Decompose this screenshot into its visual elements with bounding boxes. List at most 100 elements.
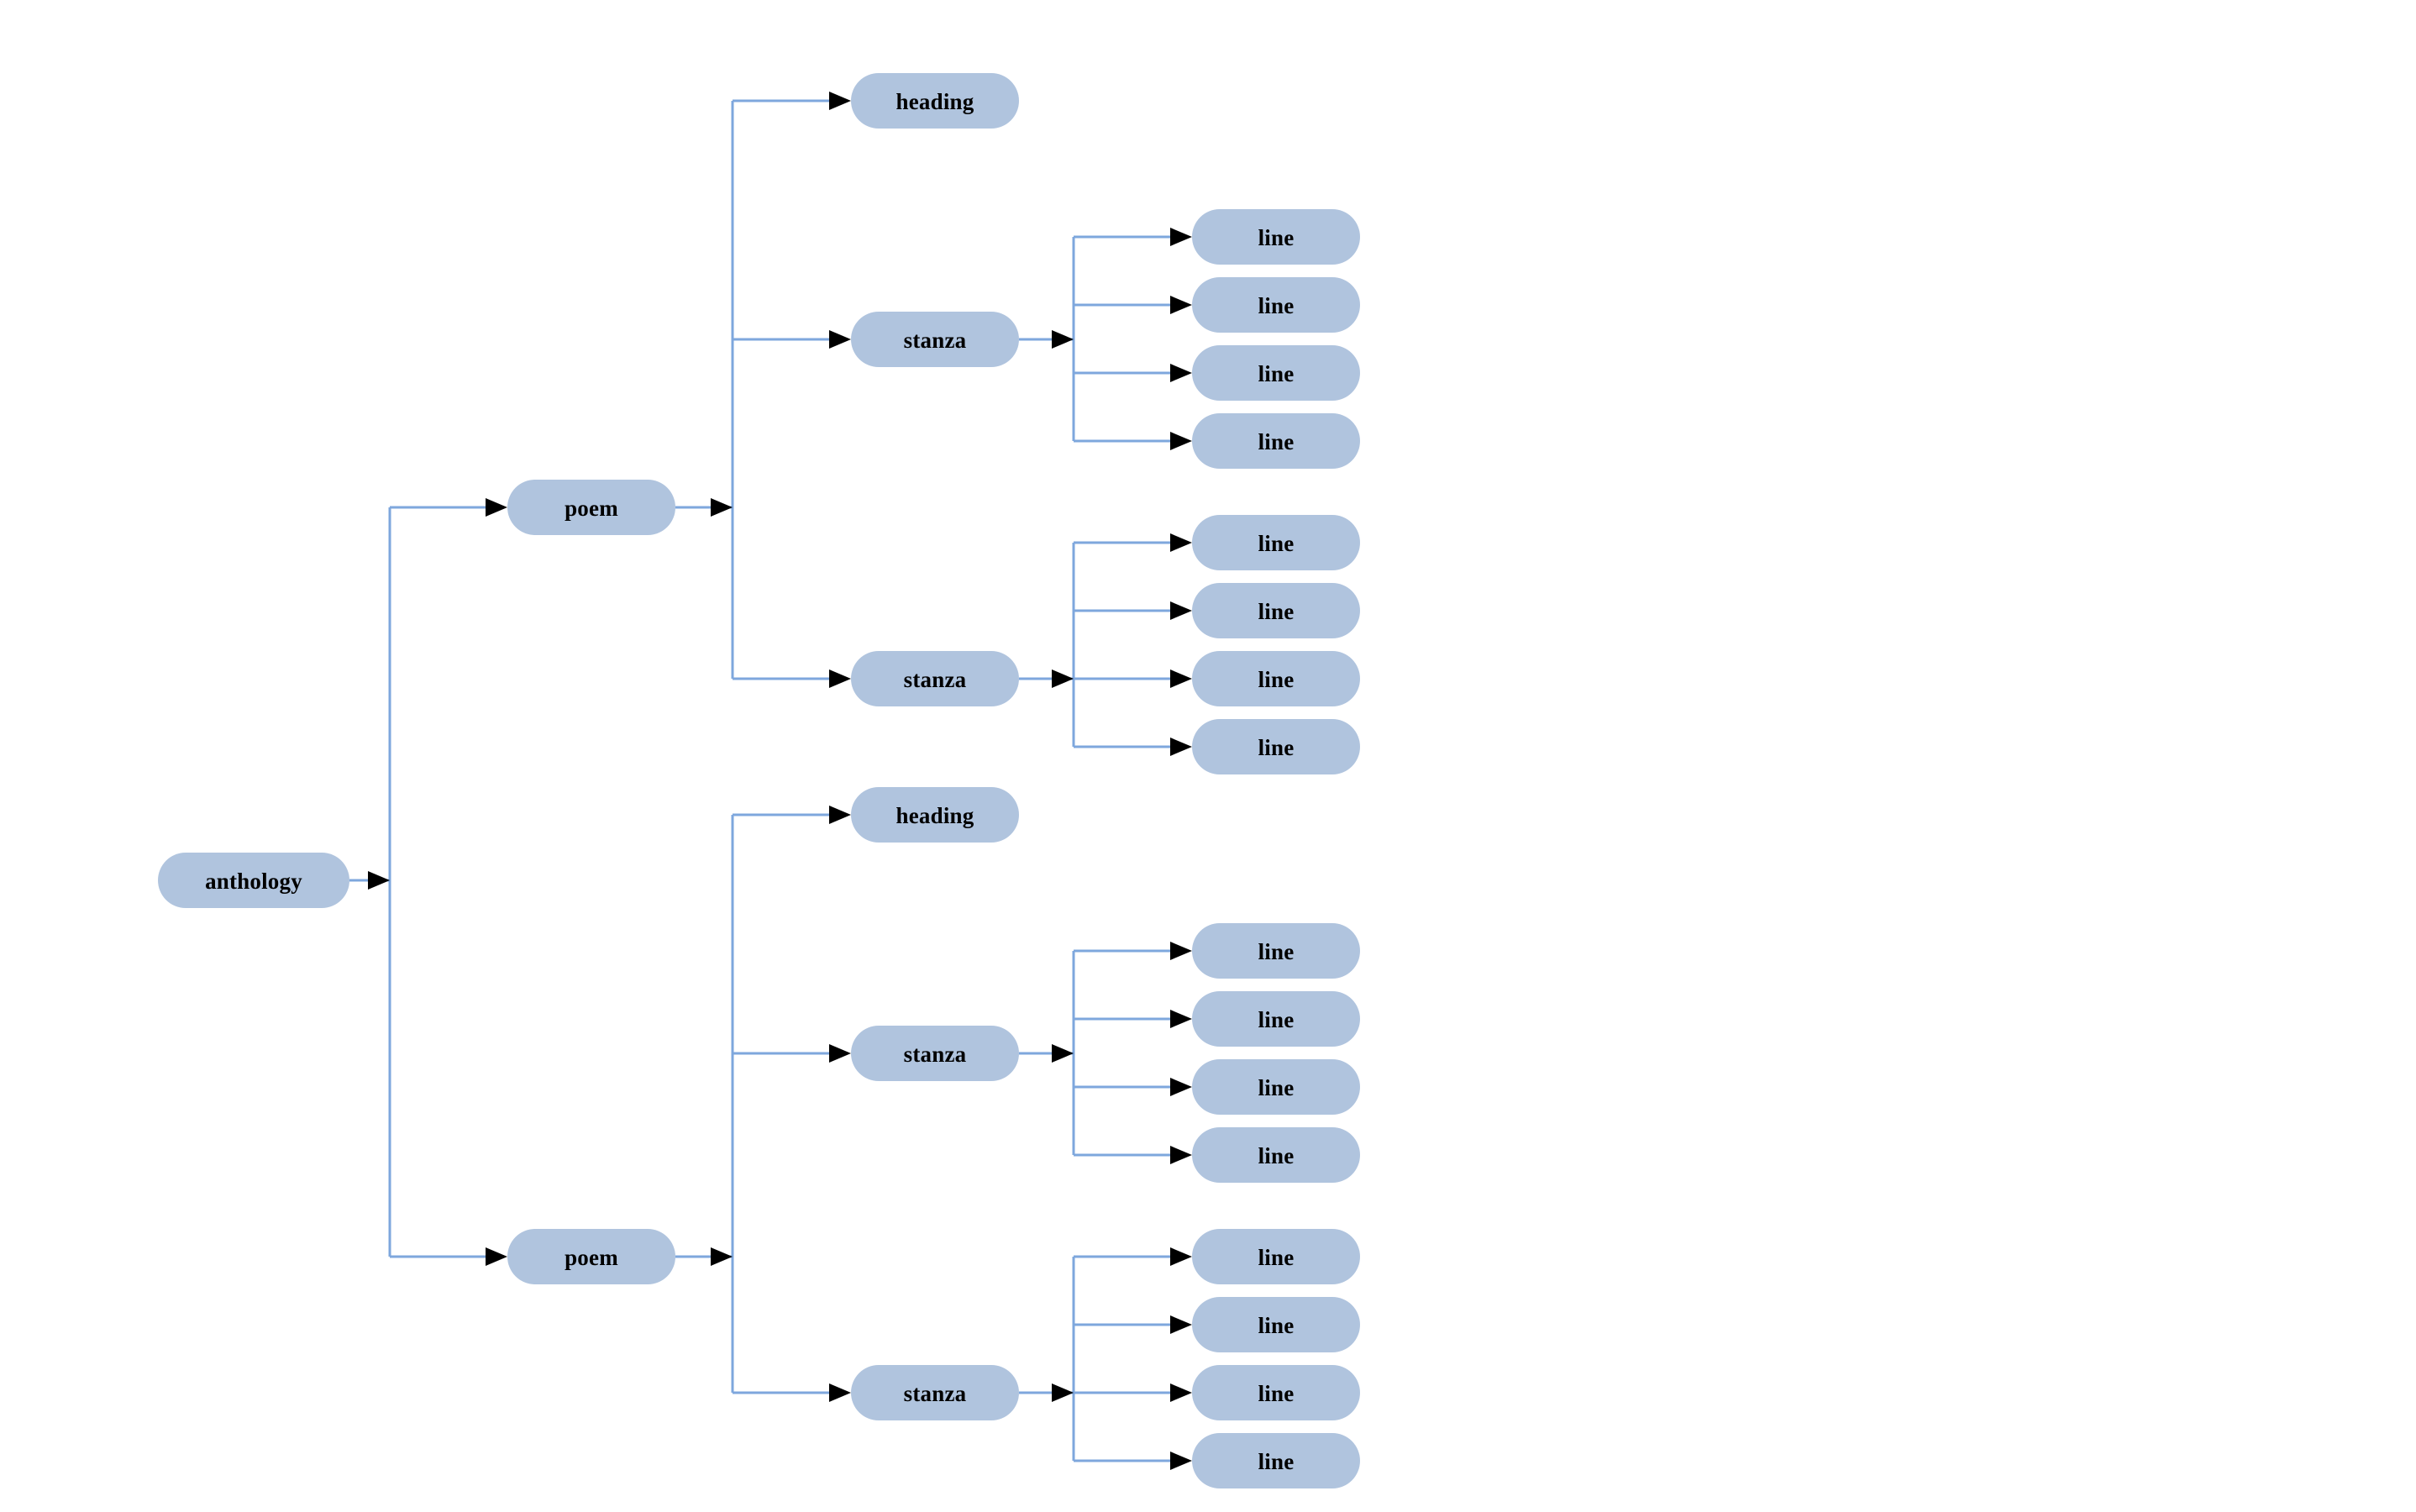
- node-p1-stanza1[interactable]: stanza: [851, 312, 1019, 367]
- node-p2-heading[interactable]: heading: [851, 787, 1019, 843]
- arrowhead-p1-stanza2-out: [1052, 669, 1074, 688]
- node-label-p1-heading: heading: [896, 89, 974, 114]
- node-p1-s2-l4[interactable]: line: [1192, 719, 1360, 774]
- node-p1-s2-l1[interactable]: line: [1192, 515, 1360, 570]
- node-p1-s1-l1[interactable]: line: [1192, 209, 1360, 265]
- node-shape-p1-s1-l4: [1192, 413, 1360, 469]
- node-label-p2-s2-l1: line: [1258, 1245, 1295, 1270]
- node-label-p1-s2-l4: line: [1258, 735, 1295, 760]
- node-label-anthology: anthology: [205, 869, 302, 894]
- arrowhead-p2-s1-l2-in: [1170, 1010, 1192, 1028]
- node-label-p2-s2-l3: line: [1258, 1381, 1295, 1406]
- node-shape-p2-heading: [851, 787, 1019, 843]
- node-shape-poem1: [507, 480, 675, 535]
- arrowhead-p2-s2-l2-in: [1170, 1315, 1192, 1334]
- node-p2-s2-l1[interactable]: line: [1192, 1229, 1360, 1284]
- arrowhead-p2-s2-l1-in: [1170, 1247, 1192, 1266]
- node-p1-s1-l3[interactable]: line: [1192, 345, 1360, 401]
- arrowhead-p2-s2-l3-in: [1170, 1383, 1192, 1402]
- arrowhead-p1-s2-l3-in: [1170, 669, 1192, 688]
- node-poem1[interactable]: poem: [507, 480, 675, 535]
- node-shape-p2-s1-l1: [1192, 923, 1360, 979]
- arrowhead-p1-s2-l4-in: [1170, 738, 1192, 756]
- arrowhead-poem1-out: [711, 498, 733, 517]
- node-label-p1-stanza1: stanza: [904, 328, 967, 353]
- arrowhead-p1-s2-l2-in: [1170, 601, 1192, 620]
- node-label-p2-s1-l3: line: [1258, 1075, 1295, 1100]
- arrowhead-p2-s2-l4-in: [1170, 1452, 1192, 1470]
- arrowhead-p2-stanza1-in: [829, 1044, 851, 1063]
- arrowhead-p2-s1-l4-in: [1170, 1146, 1192, 1164]
- node-shape-p1-s2-l3: [1192, 651, 1360, 706]
- node-shape-p1-stanza2: [851, 651, 1019, 706]
- node-p1-s1-l2[interactable]: line: [1192, 277, 1360, 333]
- node-label-p1-s2-l3: line: [1258, 667, 1295, 692]
- node-label-p2-heading: heading: [896, 803, 974, 828]
- arrowhead-p2-stanza2-in: [829, 1383, 851, 1402]
- nodes-layer: anthology poem poem heading stanza stanza head…: [158, 73, 1360, 1488]
- node-p2-stanza1[interactable]: stanza: [851, 1026, 1019, 1081]
- node-shape-p1-s2-l2: [1192, 583, 1360, 638]
- arrowhead-p1-s1-l1-in: [1170, 228, 1192, 246]
- node-p1-stanza2[interactable]: stanza: [851, 651, 1019, 706]
- node-label-p1-stanza2: stanza: [904, 667, 967, 692]
- arrowhead-p1-s2-l1-in: [1170, 533, 1192, 552]
- node-p2-s1-l3[interactable]: line: [1192, 1059, 1360, 1115]
- node-label-p1-s1-l3: line: [1258, 361, 1295, 386]
- node-shape-p2-s2-l3: [1192, 1365, 1360, 1420]
- arrowhead-p2-stanza1-out: [1052, 1044, 1074, 1063]
- node-shape-p1-s2-l4: [1192, 719, 1360, 774]
- node-shape-p2-s1-l4: [1192, 1127, 1360, 1183]
- node-shape-anthology: [158, 853, 349, 908]
- arrowhead-p1-stanza1-in: [829, 330, 851, 349]
- node-anthology[interactable]: anthology: [158, 853, 349, 908]
- node-poem2[interactable]: poem: [507, 1229, 675, 1284]
- node-label-p2-stanza2: stanza: [904, 1381, 967, 1406]
- arrowhead-p1-heading-in: [829, 92, 851, 110]
- node-p2-s2-l3[interactable]: line: [1192, 1365, 1360, 1420]
- node-p1-s2-l3[interactable]: line: [1192, 651, 1360, 706]
- node-p2-s2-l2[interactable]: line: [1192, 1297, 1360, 1352]
- node-shape-p1-s1-l1: [1192, 209, 1360, 265]
- node-label-p1-s1-l1: line: [1258, 225, 1295, 250]
- node-shape-p1-stanza1: [851, 312, 1019, 367]
- node-shape-p2-s2-l1: [1192, 1229, 1360, 1284]
- arrowhead-p1-s1-l3-in: [1170, 364, 1192, 382]
- node-shape-p2-stanza2: [851, 1365, 1019, 1420]
- arrowheads-layer: [368, 92, 1192, 1470]
- node-label-poem2: poem: [565, 1245, 618, 1270]
- arrowhead-poem2-in: [486, 1247, 507, 1266]
- node-label-p1-s1-l4: line: [1258, 429, 1295, 454]
- node-p2-s1-l2[interactable]: line: [1192, 991, 1360, 1047]
- arrowhead-p1-s1-l4-in: [1170, 432, 1192, 450]
- node-shape-p2-s2-l2: [1192, 1297, 1360, 1352]
- arrowhead-p2-s1-l1-in: [1170, 942, 1192, 960]
- node-p1-heading[interactable]: heading: [851, 73, 1019, 129]
- node-label-p1-s2-l1: line: [1258, 531, 1295, 556]
- node-label-p2-s1-l4: line: [1258, 1143, 1295, 1168]
- node-shape-p2-s1-l3: [1192, 1059, 1360, 1115]
- node-shape-p1-s1-l2: [1192, 277, 1360, 333]
- arrowhead-p2-stanza2-out: [1052, 1383, 1074, 1402]
- node-label-p1-s1-l2: line: [1258, 293, 1295, 318]
- node-shape-p1-s1-l3: [1192, 345, 1360, 401]
- arrowhead-p1-s1-l2-in: [1170, 296, 1192, 314]
- node-p2-s2-l4[interactable]: line: [1192, 1433, 1360, 1488]
- node-label-p2-s2-l4: line: [1258, 1449, 1295, 1474]
- arrowhead-p1-stanza1-out: [1052, 330, 1074, 349]
- node-shape-p2-stanza1: [851, 1026, 1019, 1081]
- node-p1-s1-l4[interactable]: line: [1192, 413, 1360, 469]
- node-shape-p1-heading: [851, 73, 1019, 129]
- arrowhead-p2-s1-l3-in: [1170, 1078, 1192, 1096]
- node-label-poem1: poem: [565, 496, 618, 521]
- arrowhead-anthology-out: [368, 871, 390, 890]
- node-shape-p2-s1-l2: [1192, 991, 1360, 1047]
- node-p1-s2-l2[interactable]: line: [1192, 583, 1360, 638]
- node-label-p2-s1-l2: line: [1258, 1007, 1295, 1032]
- node-shape-poem2: [507, 1229, 675, 1284]
- node-p2-s1-l1[interactable]: line: [1192, 923, 1360, 979]
- node-label-p2-s2-l2: line: [1258, 1313, 1295, 1338]
- node-p2-s1-l4[interactable]: line: [1192, 1127, 1360, 1183]
- node-p2-stanza2[interactable]: stanza: [851, 1365, 1019, 1420]
